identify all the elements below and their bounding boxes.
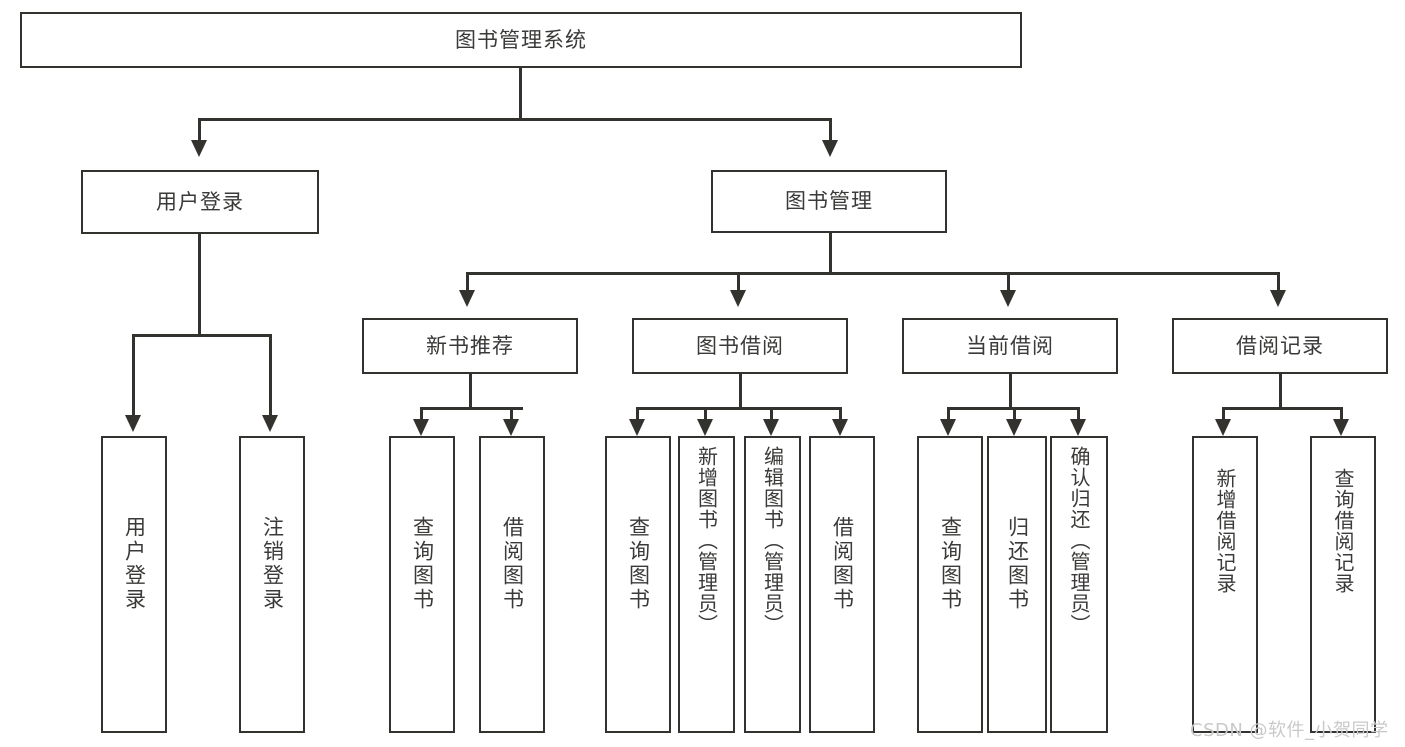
connector-user-login-bus xyxy=(132,334,271,337)
node-label: 编辑图书（管理员） xyxy=(760,446,785,635)
connector-book-borrow-drop-1 xyxy=(636,407,639,421)
connector-to-borrow-record xyxy=(1277,272,1280,292)
connector-book-borrow-bus xyxy=(636,407,771,410)
connector-user-login-stem xyxy=(198,234,201,334)
leaf-user-login-2[interactable]: 注销登录 xyxy=(239,436,305,733)
node-label: 查询图书 xyxy=(626,516,651,612)
arrow-to-book-borrow xyxy=(730,290,746,307)
connector-current-borrow-drop-1 xyxy=(947,407,950,421)
node-label: 注销登录 xyxy=(260,516,285,612)
leaf-book-borrow-2[interactable]: 新增图书（管理员） xyxy=(678,436,735,733)
arrow-book-borrow-child-1 xyxy=(629,419,645,436)
arrow-book-borrow-child-3 xyxy=(763,419,779,436)
node-label: 用户登录 xyxy=(156,189,244,214)
watermark-text: CSDN @软件_小贺同学 xyxy=(1190,720,1389,741)
arrow-book-borrow-child-2 xyxy=(697,419,713,436)
arrow-borrow-record-child-2 xyxy=(1333,419,1349,436)
connector-to-user-login xyxy=(198,118,201,142)
node-new-book-recommend[interactable]: 新书推荐 xyxy=(362,318,578,374)
arrow-new-book-child-2 xyxy=(503,419,519,436)
connector-book-manage-stem xyxy=(829,233,832,274)
node-label: 借阅图书 xyxy=(500,516,525,612)
connector-current-borrow-stem xyxy=(1009,374,1012,410)
node-label: 查询图书 xyxy=(938,516,963,612)
connector-level1-bus xyxy=(198,118,832,121)
connector-current-borrow-drop-2 xyxy=(1013,407,1016,421)
connector-user-login-drop-2 xyxy=(269,334,272,418)
leaf-new-book-2[interactable]: 借阅图书 xyxy=(479,436,545,733)
connector-new-book-drop-2 xyxy=(510,407,513,421)
connector-current-borrow-drop-3 xyxy=(1077,407,1080,421)
node-label: 图书借阅 xyxy=(696,333,784,358)
arrow-user-login-child-1 xyxy=(125,415,141,432)
node-label: 确认归还（管理员） xyxy=(1067,446,1091,635)
arrow-to-book-manage xyxy=(822,140,838,157)
leaf-current-borrow-2[interactable]: 归还图书 xyxy=(987,436,1047,733)
node-borrow-record[interactable]: 借阅记录 xyxy=(1172,318,1388,374)
connector-root-stem xyxy=(519,68,522,120)
connector-new-book-drop-1 xyxy=(420,407,423,421)
connector-book-borrow-bus-right xyxy=(739,407,841,410)
leaf-user-login-1[interactable]: 用户登录 xyxy=(101,436,167,733)
arrow-book-borrow-child-4 xyxy=(832,419,848,436)
connector-book-borrow-drop-2 xyxy=(704,407,707,421)
arrow-new-book-child-1 xyxy=(413,419,429,436)
arrow-to-borrow-record xyxy=(1270,290,1286,307)
node-label: 借阅记录 xyxy=(1236,333,1324,358)
connector-borrow-record-drop-1 xyxy=(1222,407,1225,421)
connector-user-login-drop-1 xyxy=(132,334,135,418)
node-label: 查询图书 xyxy=(410,516,435,612)
arrow-to-new-book xyxy=(459,290,475,307)
node-user-login[interactable]: 用户登录 xyxy=(81,170,319,234)
connector-borrow-record-stem xyxy=(1279,374,1282,410)
connector-borrow-record-drop-2 xyxy=(1340,407,1343,421)
arrow-user-login-child-2 xyxy=(262,415,278,432)
connector-new-book-bus xyxy=(420,407,523,410)
node-current-borrow[interactable]: 当前借阅 xyxy=(902,318,1118,374)
node-label: 新增图书（管理员） xyxy=(694,446,719,635)
arrow-current-borrow-child-1 xyxy=(940,419,956,436)
connector-level2-bus xyxy=(466,272,1280,275)
leaf-current-borrow-3[interactable]: 确认归还（管理员） xyxy=(1050,436,1108,733)
connector-to-book-manage xyxy=(829,118,832,142)
node-label: 图书管理 xyxy=(785,189,873,214)
node-root-system[interactable]: 图书管理系统 xyxy=(20,12,1022,68)
leaf-book-borrow-1[interactable]: 查询图书 xyxy=(605,436,671,733)
node-label: 新增借阅记录 xyxy=(1213,468,1237,594)
arrow-borrow-record-child-1 xyxy=(1215,419,1231,436)
leaf-book-borrow-3[interactable]: 编辑图书（管理员） xyxy=(744,436,801,733)
node-book-borrow[interactable]: 图书借阅 xyxy=(632,318,848,374)
arrow-current-borrow-child-2 xyxy=(1006,419,1022,436)
connector-new-book-stem xyxy=(469,374,472,410)
leaf-new-book-1[interactable]: 查询图书 xyxy=(389,436,455,733)
leaf-book-borrow-4[interactable]: 借阅图书 xyxy=(809,436,875,733)
connector-to-current-borrow xyxy=(1007,272,1010,292)
node-label: 用户登录 xyxy=(122,516,147,612)
arrow-to-user-login xyxy=(191,140,207,157)
node-label: 查询借阅记录 xyxy=(1331,468,1355,594)
node-book-management[interactable]: 图书管理 xyxy=(711,170,947,233)
node-label: 新书推荐 xyxy=(426,333,514,358)
leaf-borrow-record-2[interactable]: 查询借阅记录 xyxy=(1310,436,1376,733)
leaf-current-borrow-1[interactable]: 查询图书 xyxy=(917,436,983,733)
arrow-to-current-borrow xyxy=(1000,290,1016,307)
connector-book-borrow-drop-3 xyxy=(770,407,773,421)
arrow-current-borrow-child-3 xyxy=(1070,419,1086,436)
connector-book-borrow-drop-4 xyxy=(839,407,842,421)
leaf-borrow-record-1[interactable]: 新增借阅记录 xyxy=(1192,436,1258,733)
node-label: 图书管理系统 xyxy=(455,27,587,52)
connector-to-new-book xyxy=(466,272,469,292)
connector-to-book-borrow xyxy=(737,272,740,292)
connector-book-borrow-stem xyxy=(739,374,742,410)
node-label: 借阅图书 xyxy=(830,516,855,612)
node-label: 归还图书 xyxy=(1005,516,1030,612)
connector-borrow-record-bus xyxy=(1222,407,1343,410)
node-label: 当前借阅 xyxy=(966,333,1054,358)
